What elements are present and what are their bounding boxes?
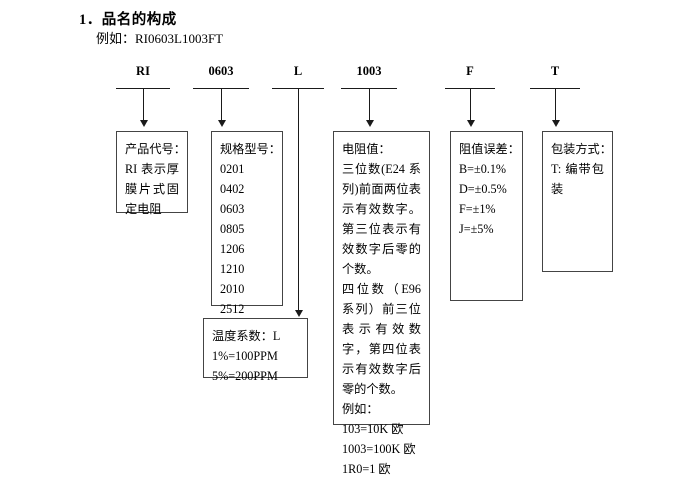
box-size-code: 规格型号： 0201 0402 0603 0805 1206 1210 2010… bbox=[211, 131, 283, 316]
resistance-example: 103=10K 欧 bbox=[342, 422, 404, 436]
packaging-line-2: 装 bbox=[551, 182, 564, 196]
temperature-line-1: 1%=100PPM bbox=[212, 349, 278, 363]
connector-vertical-temp bbox=[298, 88, 299, 313]
product-code-line-1: RI 表示厚 bbox=[125, 162, 179, 176]
arrow-head-size bbox=[217, 120, 226, 127]
connector-vertical-size bbox=[221, 88, 222, 123]
size-value: 0805 bbox=[220, 222, 245, 236]
box-packaging: 包装方式： T: 编带包 装 bbox=[542, 131, 613, 272]
example-part-number: 例如：RI0603L1003FT bbox=[96, 31, 224, 46]
page-title: 1．品名的构成 bbox=[79, 12, 177, 28]
packaging-line-1: T: 编带包 bbox=[551, 162, 604, 176]
temperature-line-2: 5%=200PPM bbox=[212, 369, 278, 383]
resistance-title: 电阻值： bbox=[342, 142, 391, 156]
resistance-example-label: 例如： bbox=[342, 402, 379, 416]
arrow-head-temp bbox=[294, 310, 303, 317]
arrow-head-product bbox=[139, 120, 148, 127]
code-label-size: 0603 bbox=[208, 64, 234, 78]
product-code-line-2: 膜片式固 bbox=[125, 182, 179, 196]
product-code-title: 产品代号： bbox=[125, 142, 186, 156]
resistance-example: 1003=100K 欧 bbox=[342, 442, 416, 456]
size-value: 2512 bbox=[220, 302, 245, 316]
arrow-head-packaging bbox=[551, 120, 560, 127]
resistance-paragraph-e96: 四位数（E96 系列）前三位表示有效数字，第四位表示有效数字后零的个数。 bbox=[342, 282, 421, 396]
arrow-head-tolerance bbox=[466, 120, 475, 127]
box-tolerance: 阻值误差： B=±0.1% D=±0.5% F=±1% J=±5% bbox=[450, 131, 523, 301]
tolerance-value: J=±5% bbox=[459, 222, 494, 236]
connector-vertical-packaging bbox=[555, 88, 556, 123]
size-value: 0201 bbox=[220, 162, 245, 176]
tolerance-title: 阻值误差： bbox=[459, 142, 520, 156]
resistance-paragraph-e24: 三位数(E24 系列)前面两位表示有效数字。第三位表示有效数字后零的个数。 bbox=[342, 162, 421, 276]
size-code-title: 规格型号： bbox=[220, 142, 281, 156]
code-label-packaging: T bbox=[550, 64, 560, 78]
size-value: 0402 bbox=[220, 182, 245, 196]
tolerance-value: D=±0.5% bbox=[459, 182, 507, 196]
connector-vertical-tolerance bbox=[470, 88, 471, 123]
box-product-code: 产品代号： RI 表示厚 膜片式固 定电阻 bbox=[116, 131, 188, 216]
temperature-title: 温度系数：L bbox=[212, 329, 281, 343]
code-label-tolerance: F bbox=[466, 64, 474, 78]
connector-vertical-resistance bbox=[369, 88, 370, 123]
size-value: 1210 bbox=[220, 262, 245, 276]
product-code-line-3: 定电阻 bbox=[125, 202, 162, 216]
size-value: 0603 bbox=[220, 202, 245, 216]
arrow-head-resistance bbox=[365, 120, 374, 127]
size-value: 2010 bbox=[220, 282, 245, 296]
resistance-example: 1R0=1 欧 bbox=[342, 462, 391, 476]
code-label-resistance: 1003 bbox=[356, 64, 382, 78]
size-value: 1206 bbox=[220, 242, 245, 256]
tolerance-value: B=±0.1% bbox=[459, 162, 507, 176]
box-temperature-coefficient: 温度系数：L 1%=100PPM 5%=200PPM bbox=[203, 318, 308, 383]
code-label-temp-coefficient: L bbox=[293, 64, 303, 78]
code-label-product: RI bbox=[136, 64, 150, 78]
packaging-title: 包装方式： bbox=[551, 142, 612, 156]
tolerance-value: F=±1% bbox=[459, 202, 496, 216]
box-resistance-value: 电阻值： 三位数(E24 系列)前面两位表示有效数字。第三位表示有效数字后零的个… bbox=[333, 131, 430, 476]
connector-vertical-product bbox=[143, 88, 144, 123]
